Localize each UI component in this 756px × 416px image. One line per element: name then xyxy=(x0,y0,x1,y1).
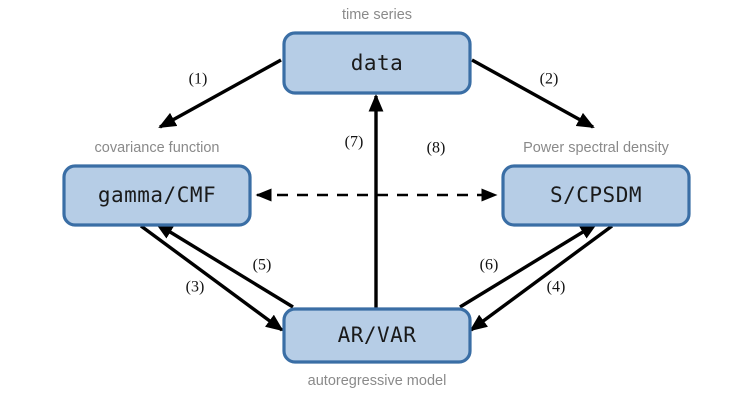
node-data-label: data xyxy=(351,51,404,75)
edge-2: (2) xyxy=(471,58,595,129)
edge-5-line xyxy=(155,222,294,309)
edge-7-label: (7) xyxy=(345,134,364,151)
edge-4: (4) xyxy=(469,224,614,332)
edge-2-label: (2) xyxy=(540,71,559,88)
edge-5-label: (5) xyxy=(253,257,272,274)
node-psd[interactable]: Power spectral density S/CPSDM xyxy=(501,140,691,227)
node-psd-box[interactable] xyxy=(501,164,691,227)
node-data-caption: time series xyxy=(342,7,412,23)
edge-8: (8) xyxy=(255,140,498,202)
node-arvar-label: AR/VAR xyxy=(338,323,417,347)
edge-2-line xyxy=(471,58,595,129)
node-arvar-caption: autoregressive model xyxy=(308,373,447,389)
node-arvar-box[interactable] xyxy=(282,307,472,364)
edge-4-label: (4) xyxy=(547,279,566,296)
edge-6-label: (6) xyxy=(480,257,499,274)
edge-4-line xyxy=(469,224,614,332)
edge-3: (3) xyxy=(139,224,284,332)
edge-5: (5) xyxy=(155,222,294,309)
node-psd-label: S/CPSDM xyxy=(550,183,642,207)
edge-1: (1) xyxy=(158,58,282,129)
edge-8-label: (8) xyxy=(427,140,446,157)
edge-3-label: (3) xyxy=(186,279,205,296)
node-cmf-caption: covariance function xyxy=(95,140,220,156)
node-arvar[interactable]: AR/VAR autoregressive model xyxy=(282,307,472,389)
edge-6: (6) xyxy=(459,222,598,309)
node-cmf-box[interactable] xyxy=(62,164,252,227)
edge-1-line xyxy=(158,58,282,129)
node-psd-caption: Power spectral density xyxy=(523,140,670,156)
node-cmf[interactable]: covariance function gamma/CMF xyxy=(62,140,252,227)
node-cmf-label: gamma/CMF xyxy=(98,183,216,207)
node-data[interactable]: time series data xyxy=(282,7,472,95)
edge-3-line xyxy=(139,224,284,332)
edge-1-label: (1) xyxy=(189,71,208,88)
edge-6-line xyxy=(459,222,598,309)
node-data-box[interactable] xyxy=(282,31,472,95)
